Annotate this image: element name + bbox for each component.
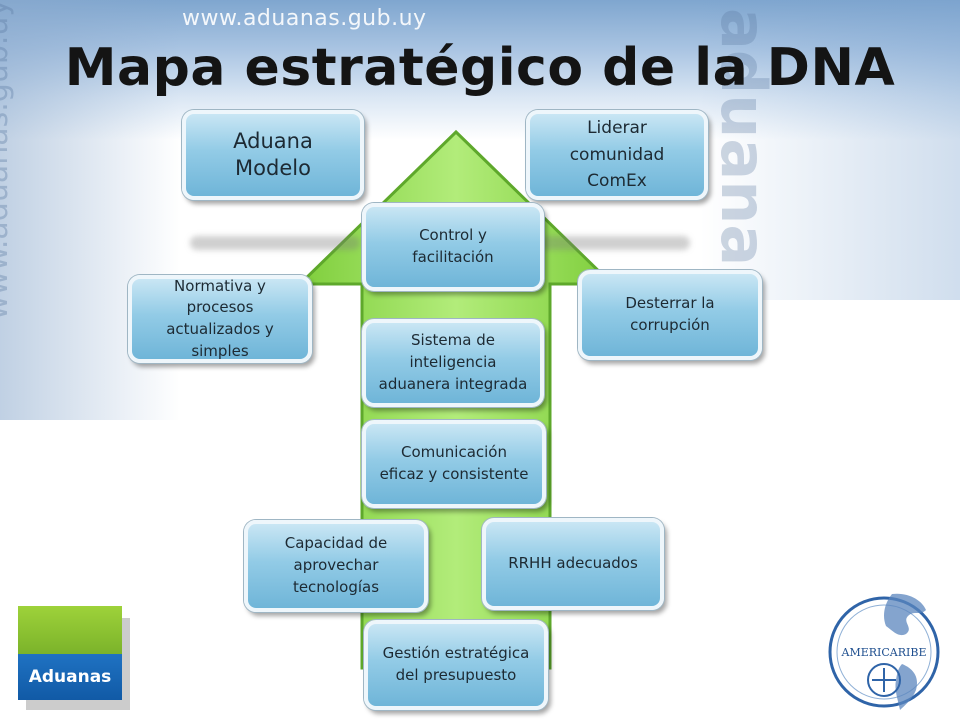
- box-rrhh: RRHH adecuados: [482, 518, 664, 610]
- logo-blue-block: Aduanas: [18, 654, 122, 700]
- box-liderar-comunidad: Liderar comunidad ComEx: [526, 110, 708, 200]
- page-title: Mapa estratégico de la DNA: [64, 38, 896, 98]
- watermark-aduanas: aduanas: [707, 8, 780, 278]
- americaribe-label: AMERICARIBE: [841, 646, 927, 659]
- box-normativa: Normativa y procesos actualizados y simp…: [128, 275, 312, 363]
- box-sistema-inteligencia: Sistema de inteligencia aduanera integra…: [362, 319, 544, 407]
- box-gestion-presupuesto: Gestión estratégica del presupuesto: [364, 620, 548, 710]
- background-fade-right: [700, 0, 960, 300]
- website-url: www.aduanas.gub.uy: [182, 6, 427, 31]
- aduanas-logo: Aduanas: [18, 606, 130, 710]
- box-desterrar-corrupcion: Desterrar la corrupción: [578, 270, 762, 360]
- shadow-bar: [540, 236, 690, 250]
- logo-green-block: [18, 606, 122, 654]
- americaribe-logo: AMERICARIBE: [828, 593, 940, 710]
- box-capacidad-tecnologias: Capacidad de aprovechar tecnologías: [244, 520, 428, 612]
- box-comunicacion: Comunicación eficaz y consistente: [362, 420, 546, 508]
- shadow-bar: [190, 236, 360, 250]
- box-control-facilitacion: Control y facilitación: [362, 203, 544, 291]
- box-aduana-modelo: Aduana Modelo: [182, 110, 364, 200]
